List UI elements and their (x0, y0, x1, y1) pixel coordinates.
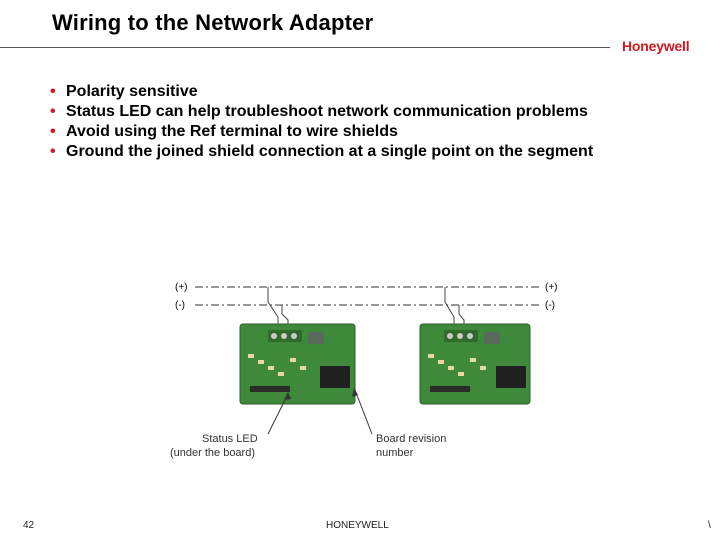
plus-label-right: (+) (545, 282, 558, 293)
board-revision-label: Board revision (376, 433, 446, 445)
bullet-text: Avoid using the Ref terminal to wire shi… (66, 123, 398, 140)
arrowhead-icon (284, 392, 291, 400)
status-led-arrow (267, 393, 289, 435)
wiring-diagram: (+) (-) (+) (-) (170, 282, 558, 459)
honeywell-logo: Honeywell (622, 38, 690, 54)
minus-label-right: (-) (545, 300, 555, 311)
drop-wire (267, 287, 279, 328)
bullet-icon: • (50, 143, 56, 160)
footer-mark: \ (708, 520, 711, 531)
board-revision-sublabel: number (376, 447, 414, 459)
page-number: 42 (23, 520, 35, 531)
list-item: • Avoid using the Ref terminal to wire sh… (50, 122, 650, 142)
list-item: • Ground the joined shield connection at … (50, 142, 650, 162)
bullet-icon: • (50, 103, 56, 120)
slide-title: Wiring to the Network Adapter (52, 10, 374, 35)
bullet-text: Ground the joined shield connection at a… (66, 143, 594, 160)
network-adapter-board (239, 323, 356, 405)
bullet-list: • Polarity sensitive • Status LED can help… (50, 82, 650, 162)
arrowhead-icon (352, 388, 358, 397)
board-revision-arrow (354, 389, 373, 435)
footer-company: HONEYWELL (326, 520, 389, 531)
bullet-text: Polarity sensitive (66, 83, 198, 100)
network-adapter-board (419, 323, 531, 405)
plus-label-left: (+) (175, 282, 188, 293)
list-item: • Polarity sensitive (50, 82, 650, 102)
title-rule (0, 47, 610, 48)
status-led-label: Status LED (202, 433, 258, 445)
minus-label-left: (-) (175, 300, 185, 311)
list-item: • Status LED can help troubleshoot networ… (50, 102, 650, 122)
status-led-sublabel: (under the board) (170, 447, 255, 459)
bullet-icon: • (50, 123, 56, 140)
bullet-icon: • (50, 83, 56, 100)
bullet-text: Status LED can help troubleshoot network… (66, 103, 588, 120)
drop-wire (444, 287, 455, 328)
